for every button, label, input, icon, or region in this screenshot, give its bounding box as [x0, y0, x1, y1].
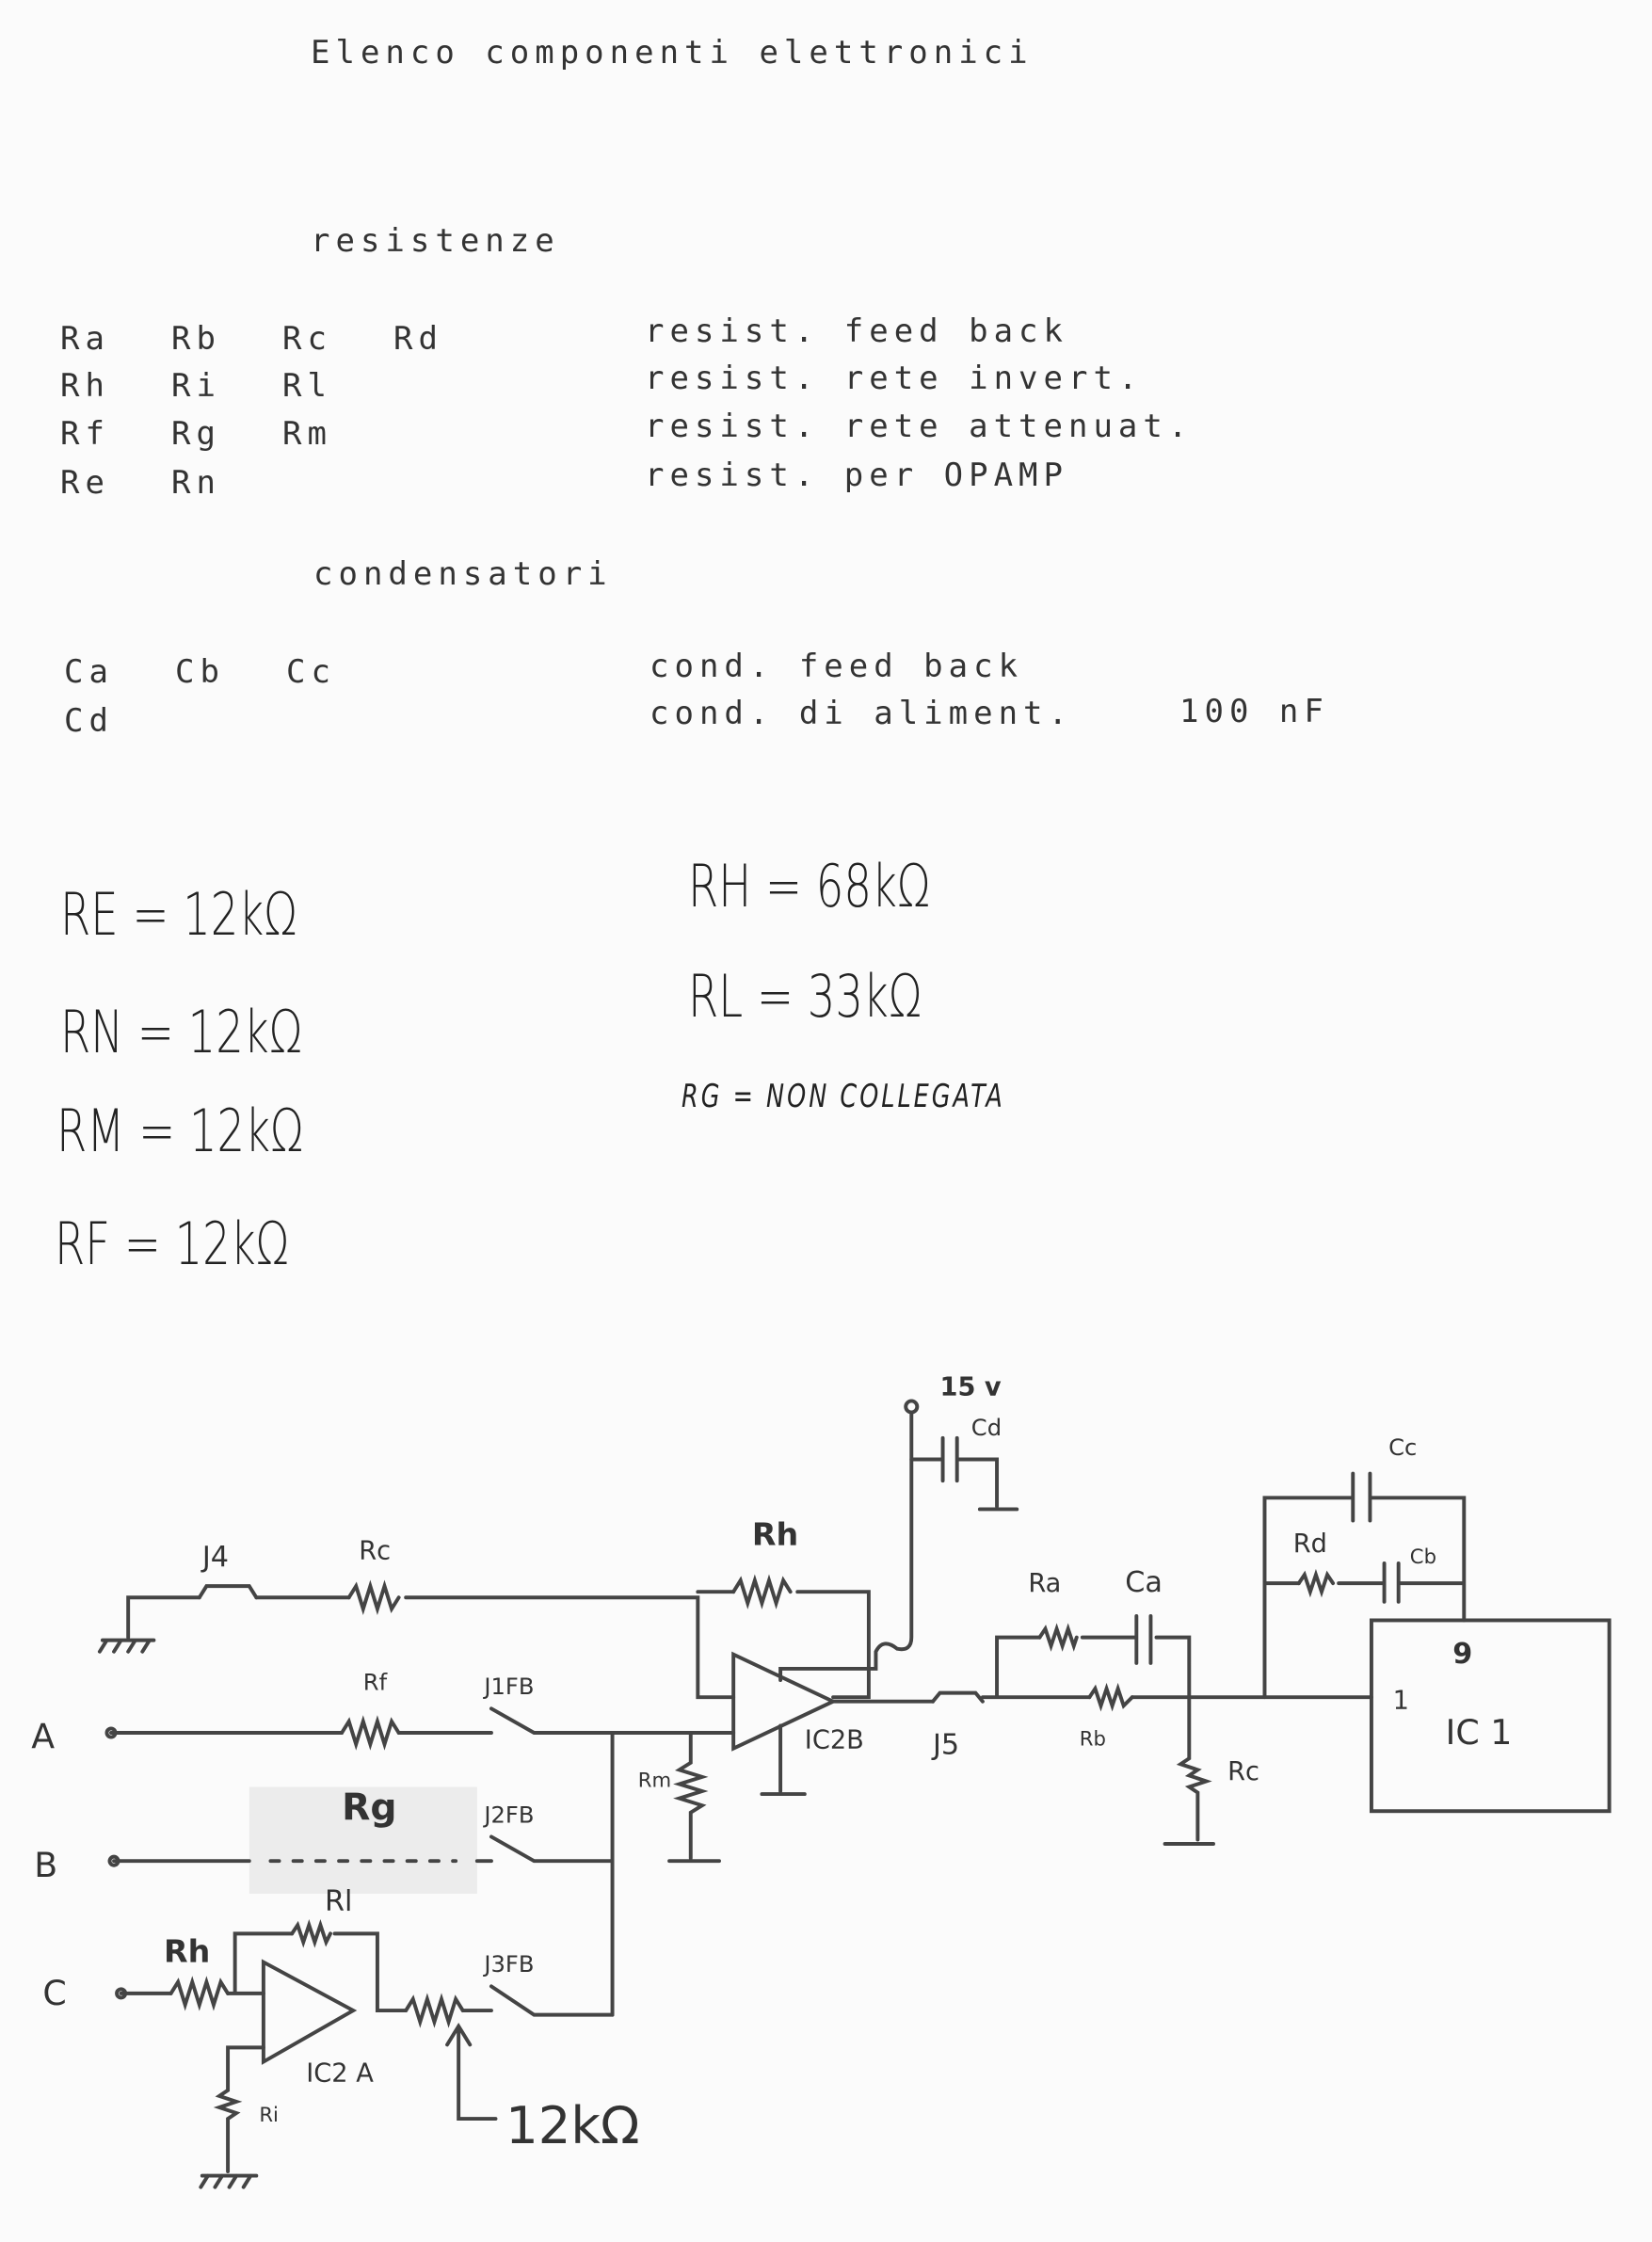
- section-heading-resistenze: resistenze: [311, 222, 560, 260]
- arrow: [445, 2022, 498, 2122]
- input-label-c: C: [42, 1973, 66, 2013]
- resistor-desc: resist. per OPAMP: [645, 456, 1068, 494]
- handwritten-value: RG = NON COLLEGATA: [682, 1078, 1005, 1115]
- label-cc: Cc: [1388, 1434, 1417, 1461]
- paste-patch: [249, 1786, 477, 1894]
- label-j3fb: J3FB: [482, 1951, 534, 1978]
- opamp-ic2b: [731, 1651, 838, 1752]
- label-12k-note: 12kΩ: [505, 2095, 639, 2155]
- handwritten-value: RM = 12kΩ: [56, 1097, 304, 1165]
- label-cd: Cd: [971, 1415, 1002, 1441]
- resistor-ra: [1037, 1623, 1079, 1652]
- label-rm: Rm: [638, 1768, 671, 1791]
- resistor-rh-c: [168, 1976, 231, 2011]
- label-ra: Ra: [1028, 1569, 1061, 1598]
- ic1-box: [1369, 1618, 1612, 1814]
- label-pin1: 1: [1393, 1686, 1409, 1715]
- resistor-rd: [1296, 1568, 1336, 1598]
- label-rh: Rh: [752, 1515, 798, 1552]
- resistor-rl: [290, 1919, 332, 1948]
- label-15v: 15 v: [940, 1372, 1002, 1401]
- resistor-name: Re: [60, 464, 110, 502]
- label-rb: Rb: [1080, 1727, 1106, 1751]
- resistor-rm: [667, 1731, 721, 1864]
- label-ic2b: IC2B: [805, 1726, 864, 1755]
- resistor-rc-right: [1163, 1695, 1215, 1846]
- capacitor-name: Cc: [286, 653, 336, 691]
- capacitor-desc: cond. feed back: [650, 648, 1024, 685]
- ground-1: [97, 1638, 156, 1654]
- label-j1fb: J1FB: [482, 1673, 534, 1700]
- resistor-rc: [346, 1579, 401, 1615]
- label-rc: Rc: [359, 1536, 391, 1565]
- label-j2fb: J2FB: [482, 1802, 534, 1828]
- capacitor-name: Ca: [64, 653, 114, 691]
- label-rh-c: Rh: [164, 1933, 210, 1970]
- resistor-name: Rg: [171, 415, 221, 453]
- label-j5: J5: [931, 1729, 959, 1762]
- resistor-name: Rh: [60, 367, 110, 405]
- input-label-b: B: [34, 1845, 57, 1885]
- resistor-name: Rb: [171, 320, 221, 358]
- handwritten-value: RN = 12kΩ: [60, 998, 303, 1066]
- opamp-ic2a: [261, 1959, 358, 2065]
- label-rd: Rd: [1293, 1529, 1327, 1559]
- jumper-j5: [931, 1690, 985, 1704]
- label-ri: Ri: [259, 2103, 279, 2126]
- resistor-name: Rc: [282, 320, 332, 358]
- label-rl: Rl: [325, 1885, 352, 1918]
- resistor-desc: resist. feed back: [645, 312, 1068, 350]
- handwritten-value: RH = 68kΩ: [688, 852, 931, 921]
- schematic-labels: A B C J4 Rc Rh Rf J1FB J2FB J3FB Rg Rl R…: [31, 1372, 1512, 2154]
- label-rg: Rg: [342, 1786, 396, 1829]
- capacitor-name: Cd: [64, 702, 114, 740]
- capacitor-cd: [909, 1435, 1019, 1512]
- label-rc-right: Rc: [1227, 1757, 1259, 1786]
- wires: [97, 1399, 1612, 2189]
- label-j4: J4: [200, 1541, 229, 1574]
- label-pin9: 9: [1452, 1638, 1472, 1671]
- handwritten-value: RL = 33kΩ: [688, 962, 922, 1031]
- input-label-a: A: [31, 1717, 55, 1757]
- label-cb: Cb: [1410, 1545, 1436, 1568]
- resistor-desc: resist. rete attenuat.: [645, 408, 1194, 445]
- resistor-name: Ra: [60, 320, 110, 358]
- resistor-12k: [404, 1993, 465, 2028]
- resistor-desc: resist. rete invert.: [645, 360, 1144, 397]
- handwritten-value: RE = 12kΩ: [60, 880, 297, 949]
- resistor-rf: [340, 1715, 401, 1751]
- resistor-rb: [1087, 1682, 1134, 1712]
- capacitor-value: 100 nF: [1179, 693, 1329, 730]
- capacitor-name: Cb: [175, 653, 225, 691]
- resistor-name: Rm: [282, 415, 332, 453]
- capacitor-desc: cond. di aliment.: [650, 695, 1073, 732]
- label-ic1: IC 1: [1446, 1712, 1513, 1753]
- switch-j4: [197, 1584, 259, 1600]
- label-rf: Rf: [363, 1670, 388, 1696]
- document-title: Elenco componenti elettronici: [311, 34, 1034, 72]
- resistor-name: Rn: [171, 464, 221, 502]
- resistor-name: Rl: [282, 367, 332, 405]
- resistor-name: Rd: [393, 320, 443, 358]
- handwritten-value: RF = 12kΩ: [55, 1209, 290, 1278]
- resistor-name: Rf: [60, 415, 110, 453]
- label-ic2a: IC2 A: [306, 2059, 374, 2089]
- section-heading-condensatori: condensatori: [313, 555, 613, 593]
- circuit-schematic: A B C J4 Rc Rh Rf J1FB J2FB J3FB Rg Rl R…: [31, 1372, 1612, 2189]
- resistor-name: Ri: [171, 367, 221, 405]
- label-ca: Ca: [1125, 1566, 1163, 1599]
- resistor-rh: [731, 1574, 793, 1609]
